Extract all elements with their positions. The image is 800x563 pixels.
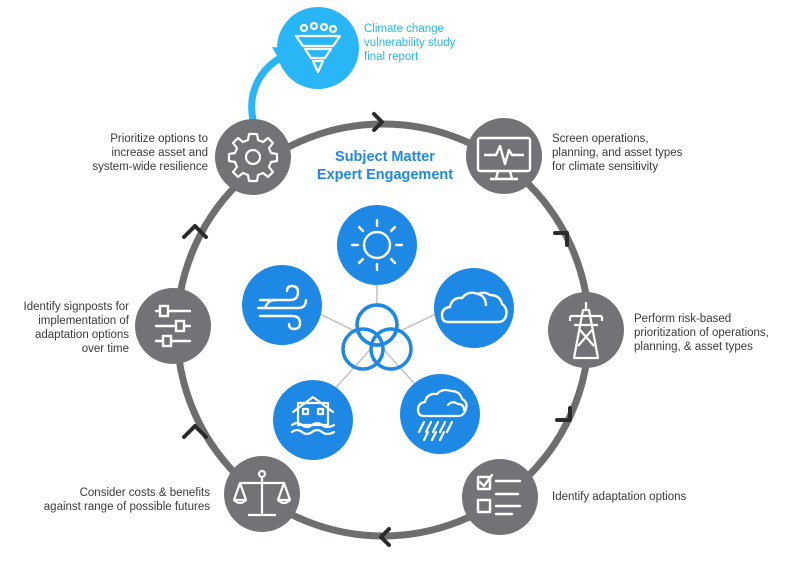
step-node-screen: [466, 118, 542, 194]
step-label-prioritize: Prioritize options to increase asset and…: [92, 133, 208, 173]
step-node-costs: [224, 456, 300, 532]
sun-icon: [350, 218, 404, 272]
cloud-icon: [440, 291, 508, 324]
step-label-signposts: Identify signposts for implementation of…: [23, 301, 129, 355]
scales-icon: [232, 469, 292, 517]
step-label-risk: Perform risk-based prioritization of ope…: [634, 313, 769, 353]
ring-arrow-upper-right: [553, 231, 569, 247]
step-node-prioritize: [215, 119, 291, 195]
step-node-risk: [548, 292, 624, 368]
center-title: Subject Matter Expert Engagement: [316, 149, 454, 183]
ring-arrow-upper-left: [182, 224, 208, 239]
step-node-identify: [462, 459, 538, 535]
venn-icon: [341, 303, 413, 371]
funnel-icon: [294, 21, 342, 74]
hazard-node-cloud: [434, 268, 514, 348]
monitor-pulse-icon: [476, 136, 532, 181]
hazard-node-flood: [273, 380, 353, 460]
transmission-tower-icon: [568, 302, 604, 360]
step-node-signposts: [135, 288, 211, 364]
report-arc: [248, 53, 284, 121]
wind-icon: [256, 284, 308, 331]
hazard-node-wind: [242, 265, 322, 345]
report-node: [277, 7, 359, 89]
hazard-node-sun: [337, 205, 417, 285]
flooded-house-icon: [290, 395, 336, 436]
sliders-icon: [154, 304, 192, 348]
step-label-screen: Screen operations, planning, and asset t…: [552, 133, 683, 173]
ring-arrow-lower-right: [555, 406, 572, 422]
gear-icon: [227, 132, 279, 183]
step-label-costs: Consider costs & benefits against range …: [43, 487, 210, 513]
rain-cloud-icon: [416, 388, 468, 442]
ring-arrow-lower-left: [182, 424, 208, 439]
report-label: Climate change vulnerability study final…: [364, 23, 456, 63]
ring-arrow-bottom: [379, 527, 391, 547]
step-label-identify: Identify adaptation options: [552, 491, 687, 503]
hazard-node-rain: [400, 374, 480, 454]
checklist-icon: [476, 473, 522, 516]
ring-arrow-top: [372, 112, 384, 132]
